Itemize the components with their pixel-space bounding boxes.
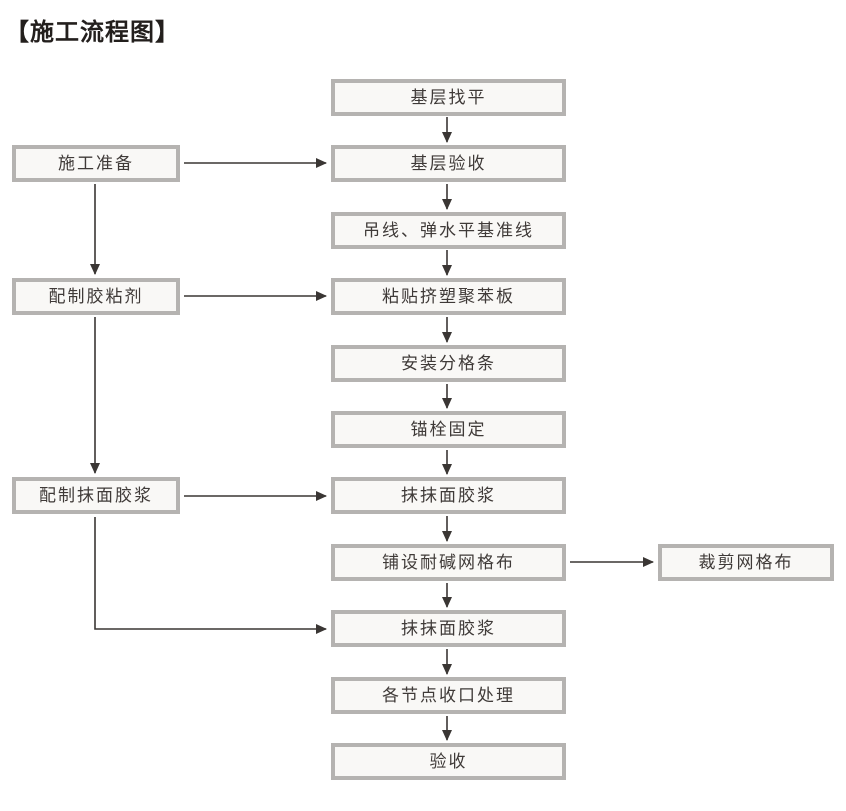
- step-cut-mesh: 裁剪网格布: [658, 544, 834, 581]
- step-base-acceptance: 基层验收: [331, 145, 566, 182]
- step-prepare-mortar: 配制抹面胶浆: [12, 477, 180, 514]
- arrow-mortarprep-to-mortar2: [94, 517, 327, 634]
- step-node-treatment: 各节点收口处理: [331, 677, 566, 714]
- step-prepare-adhesive: 配制胶粘剂: [12, 278, 180, 315]
- step-anchor-fixing: 锚栓固定: [331, 411, 566, 448]
- step-construction-prep: 施工准备: [12, 145, 180, 182]
- step-apply-mortar-1: 抹抹面胶浆: [331, 477, 566, 514]
- step-lay-alkali-mesh: 铺设耐碱网格布: [331, 544, 566, 581]
- step-base-leveling: 基层找平: [331, 79, 566, 116]
- step-acceptance: 验收: [331, 743, 566, 780]
- step-paste-xps-board: 粘贴挤塑聚苯板: [331, 278, 566, 315]
- step-hang-line-datum: 吊线、弹水平基准线: [331, 212, 566, 249]
- step-apply-mortar-2: 抹抹面胶浆: [331, 610, 566, 647]
- step-install-divider-strips: 安装分格条: [331, 345, 566, 382]
- diagram-title: 【施工流程图】: [5, 19, 180, 46]
